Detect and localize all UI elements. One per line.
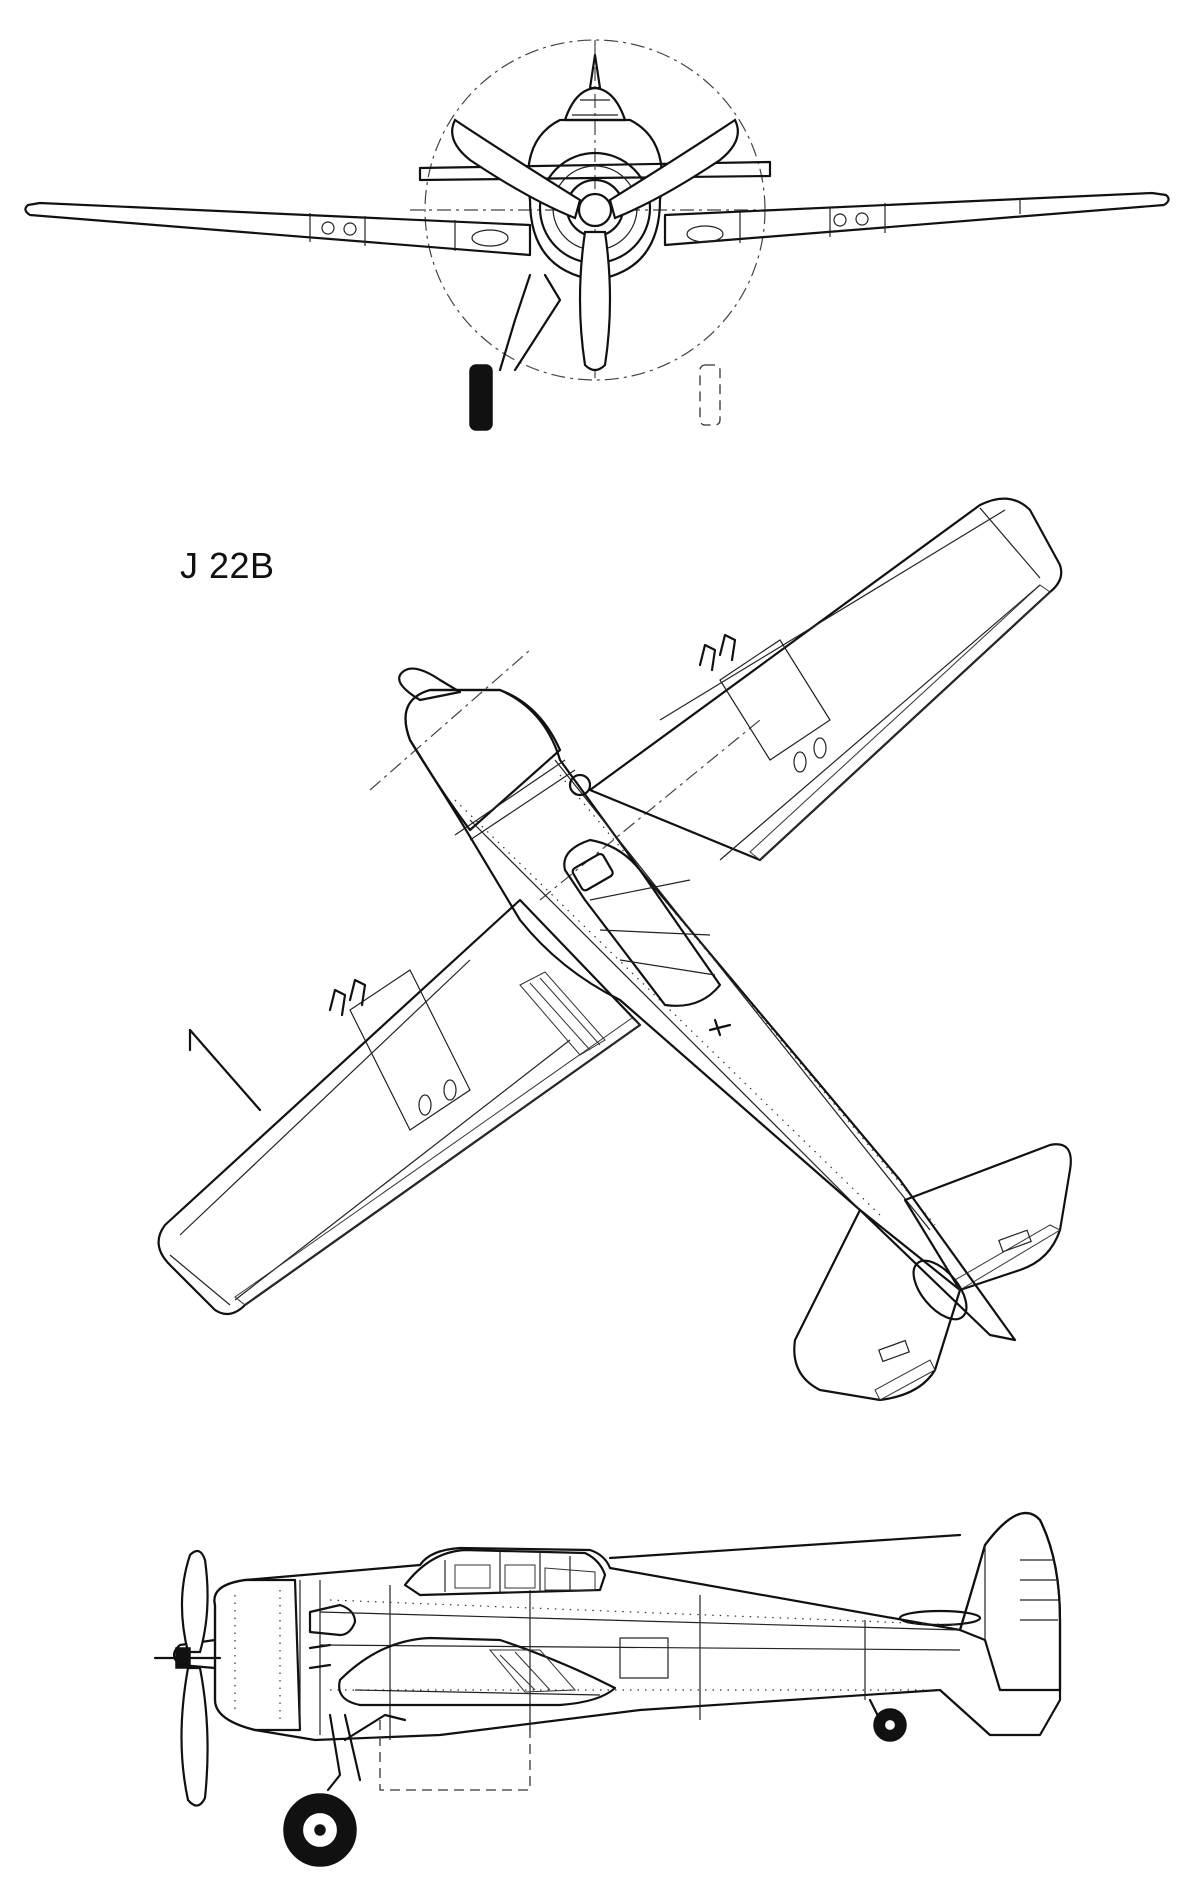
- plan-lower-panel-port-2: [443, 1079, 457, 1101]
- plan-upper-gun-panel: [719, 639, 831, 761]
- plan-canopy-frames: [589, 879, 716, 976]
- side-cowling-ring: [299, 1580, 321, 1735]
- plan-lower-wing-lines: [169, 959, 571, 1306]
- plan-canopy: [563, 838, 722, 1007]
- side-retracted-gear-outline: [379, 1720, 531, 1791]
- plan-trim-tab-lower: [878, 1339, 910, 1363]
- side-intake-grille: [488, 1649, 577, 1693]
- front-left-wing: [24, 201, 532, 257]
- plan-upper-tailplane: [903, 1143, 1072, 1292]
- plan-reference-line-2: [539, 719, 761, 901]
- plan-oil-cooler-grille: [519, 971, 606, 1056]
- front-prop-blade-right: [608, 118, 739, 220]
- side-fuselage-rivets: [329, 1599, 961, 1691]
- side-prop-blade-lower: [180, 1666, 209, 1807]
- side-main-wheel-axle: [314, 1824, 326, 1836]
- side-tailplane: [898, 1609, 982, 1627]
- plan-upper-panel-port-1: [793, 751, 807, 773]
- front-prop-blade-left: [451, 118, 582, 220]
- plan-fuselage-lines: [469, 759, 931, 1231]
- side-wing-line: [354, 1689, 601, 1696]
- front-left-gun-port-1: [321, 221, 335, 235]
- front-main-wheel: [469, 364, 493, 431]
- plan-lower-gun-panel: [349, 969, 471, 1131]
- plan-fuselage-rivets: [454, 774, 936, 1226]
- front-right-wing: [663, 191, 1170, 247]
- front-right-gun-port-1: [833, 213, 847, 227]
- plan-reference-line-1: [369, 649, 531, 791]
- plan-exhausts: [454, 759, 576, 841]
- plan-lower-aileron-flap: [234, 1017, 641, 1306]
- front-right-gun-port-2: [855, 212, 869, 226]
- side-rudder-lines: [984, 1545, 1058, 1640]
- front-left-gun-port-2: [343, 222, 357, 236]
- plan-lower-tailplane: [793, 1208, 962, 1402]
- plan-upper-panel-port-2: [813, 737, 827, 759]
- front-right-wing-panels: [739, 203, 886, 243]
- front-view: [24, 39, 1170, 431]
- side-prop-hub: [175, 1647, 191, 1669]
- plan-upper-wing: [588, 497, 1063, 862]
- side-cowling-rivets: [234, 1590, 281, 1725]
- front-retracted-wheel-outline: [699, 364, 721, 426]
- side-prop-blade-upper: [180, 1549, 209, 1654]
- front-prop-blade-bottom: [578, 230, 612, 372]
- plan-view: [157, 497, 1072, 1402]
- front-left-intake: [471, 229, 509, 247]
- side-view: [153, 1511, 1062, 1867]
- side-panel-lines: [319, 1585, 961, 1740]
- front-main-gear-strut: [498, 273, 562, 372]
- plan-upper-gun-barrels: [698, 633, 737, 672]
- front-left-wing-panels: [309, 213, 456, 251]
- front-fin: [588, 53, 602, 90]
- plan-upper-aileron-flap: [749, 584, 1051, 861]
- side-cowling: [213, 1578, 302, 1732]
- front-fuselage: [526, 118, 664, 282]
- side-wing-fillet: [338, 1636, 617, 1707]
- aircraft-designation-label: J 22B: [180, 545, 275, 586]
- side-aerial-wire: [608, 1533, 962, 1560]
- front-prop-hub: [577, 192, 613, 228]
- plan-lower-gun-barrels: [328, 978, 367, 1017]
- side-exhaust-upper: [308, 1603, 357, 1637]
- plan-pitot-tube: [188, 1028, 262, 1112]
- plan-tail-roundel: [912, 1259, 968, 1321]
- plan-trim-tab-upper: [998, 1229, 1032, 1253]
- plan-lower-panel-port-1: [418, 1094, 432, 1116]
- plan-lower-wing: [157, 898, 642, 1316]
- side-canopy-frames: [444, 1552, 571, 1592]
- side-canopy: [403, 1548, 607, 1597]
- plan-cowling: [404, 688, 562, 832]
- side-canopy-panes: [454, 1564, 596, 1591]
- plan-upper-wing-lines: [659, 507, 1041, 861]
- side-fin: [958, 1511, 1062, 1692]
- plan-fuselage: [404, 688, 1017, 1342]
- side-access-panel: [619, 1637, 669, 1679]
- plan-aerial-mast: [708, 1018, 732, 1037]
- plan-spinner: [398, 667, 462, 702]
- side-fuselage: [213, 1511, 1062, 1742]
- side-main-gear-strut: [326, 1713, 407, 1792]
- front-canopy-frames: [572, 99, 618, 116]
- plan-exhaust-port: [568, 773, 592, 797]
- front-tailplane: [418, 160, 772, 182]
- plan-headrest: [571, 852, 614, 892]
- side-tail-wheel-hub: [882, 1717, 898, 1733]
- front-right-intake: [686, 225, 724, 243]
